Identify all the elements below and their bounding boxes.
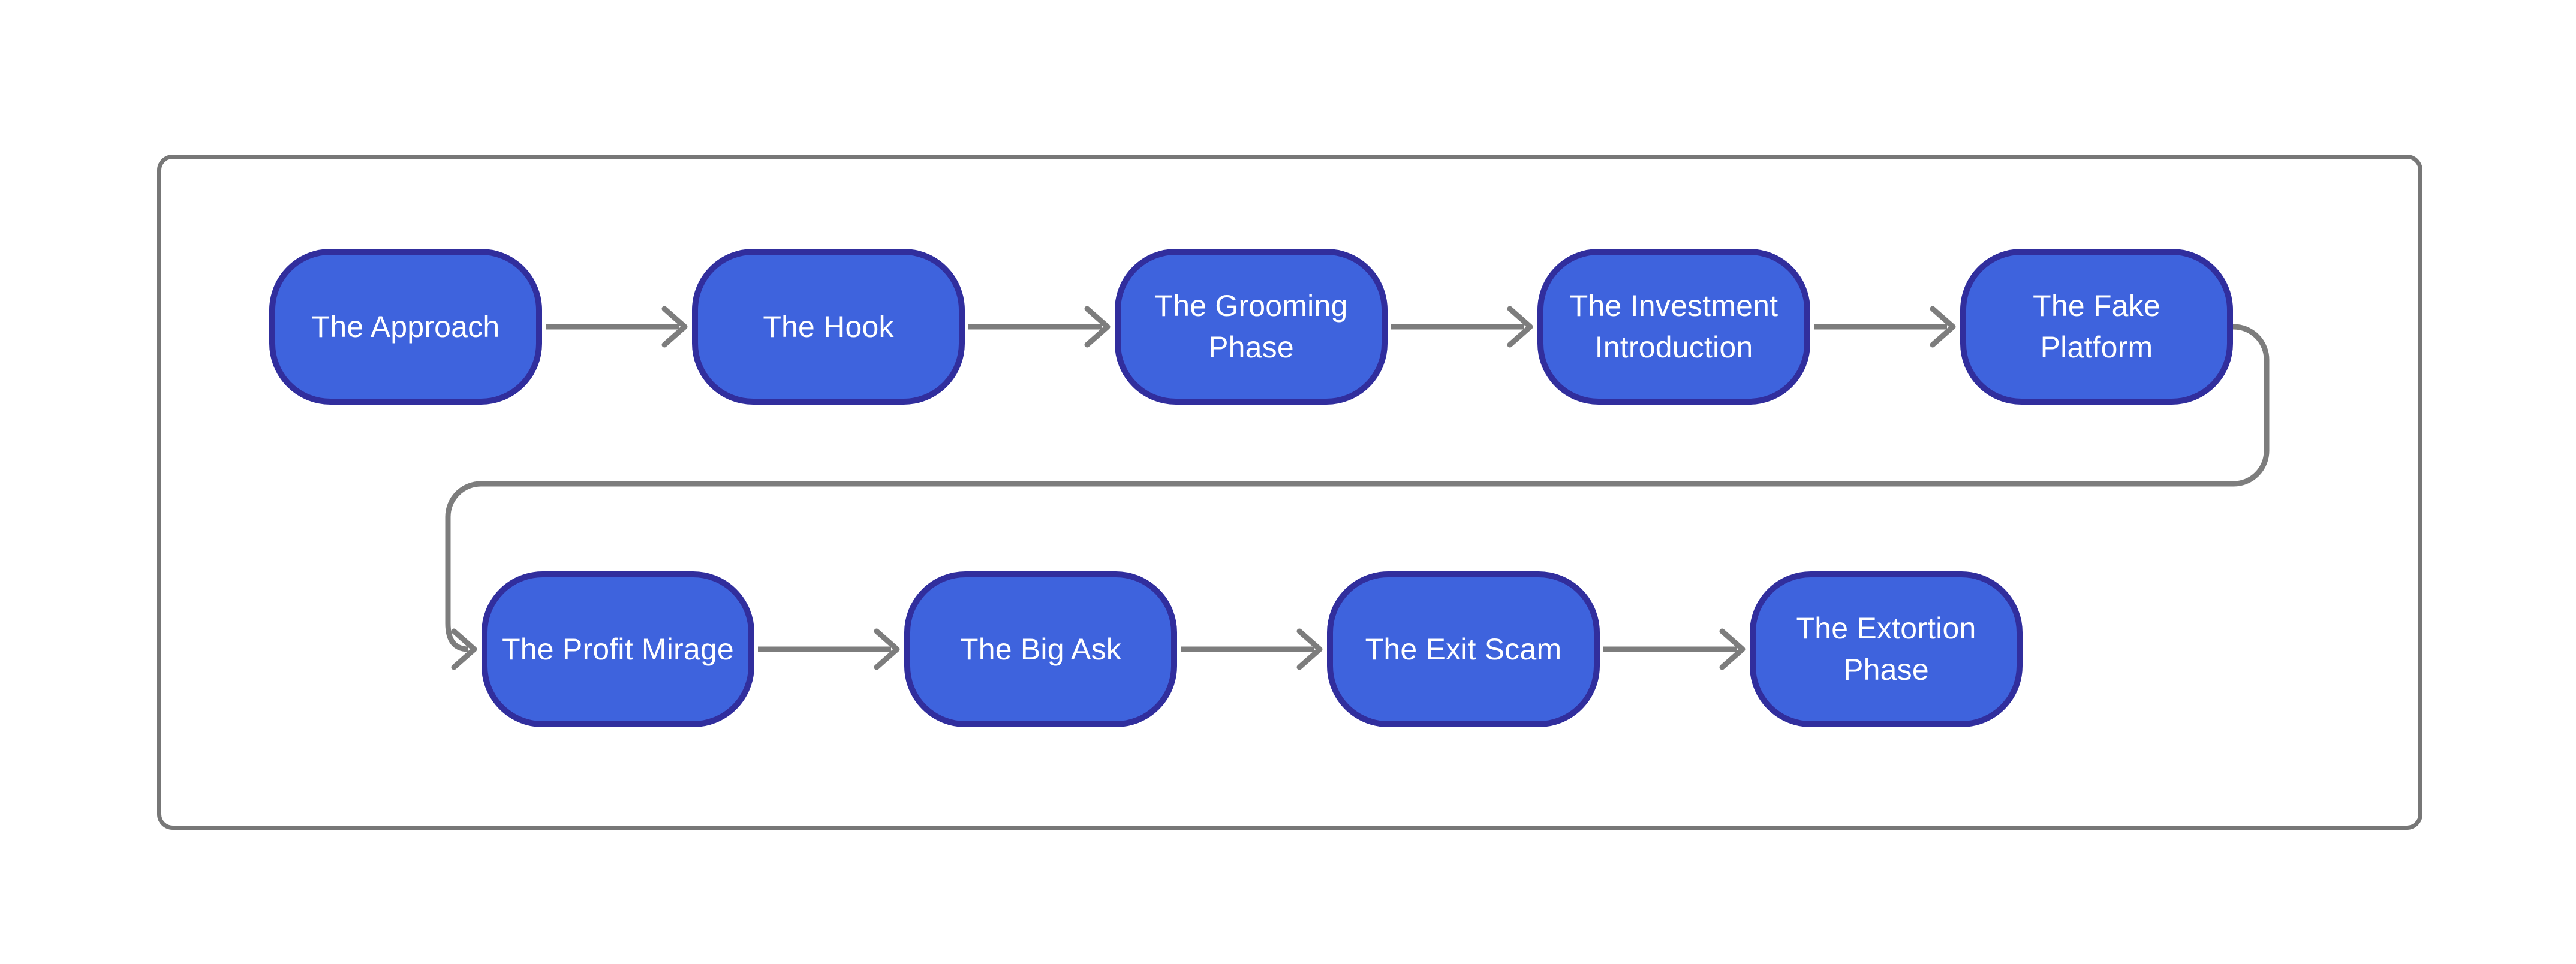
flow-node-the-approach[interactable]: The Approach <box>269 249 542 405</box>
flow-node-the-exit-scam[interactable]: The Exit Scam <box>1327 571 1600 727</box>
flow-node-the-hook[interactable]: The Hook <box>692 249 965 405</box>
flow-node-the-grooming-phase[interactable]: The Grooming Phase <box>1115 249 1388 405</box>
flow-node-the-investment-introduction[interactable]: The Investment Introduction <box>1537 249 1810 405</box>
flow-container-frame <box>157 155 2422 830</box>
flow-node-the-fake-platform[interactable]: The Fake Platform <box>1960 249 2233 405</box>
flow-node-the-big-ask[interactable]: The Big Ask <box>904 571 1177 727</box>
flow-node-the-profit-mirage[interactable]: The Profit Mirage <box>482 571 754 727</box>
flow-node-the-extortion-phase[interactable]: The Extortion Phase <box>1750 571 2023 727</box>
